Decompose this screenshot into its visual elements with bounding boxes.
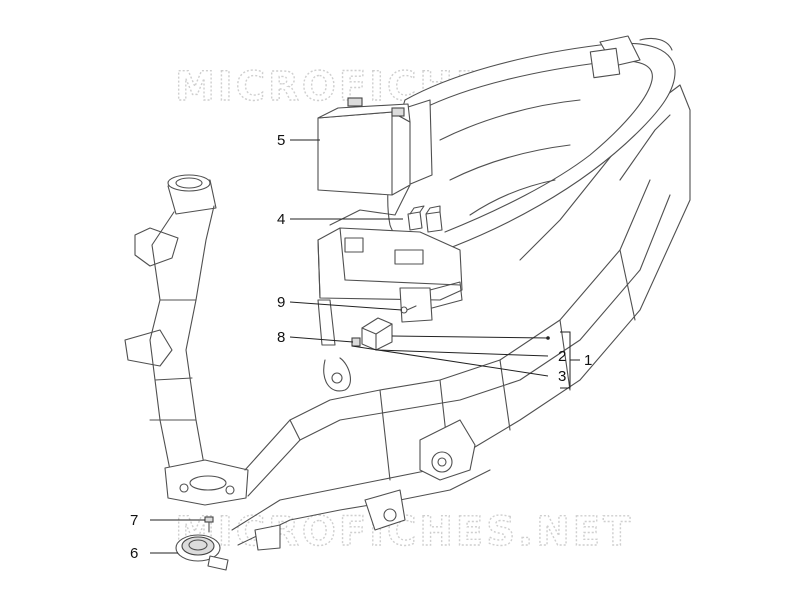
callout-4: 4 bbox=[277, 211, 285, 228]
callout-3: 3 bbox=[558, 368, 566, 385]
callout-8: 8 bbox=[277, 329, 285, 346]
battery-tray bbox=[317, 227, 463, 346]
callout-1: 1 bbox=[584, 352, 592, 369]
relays-upper bbox=[407, 205, 443, 233]
callout-6: 6 bbox=[130, 545, 138, 562]
callout-7: 7 bbox=[130, 512, 138, 529]
battery bbox=[317, 97, 411, 196]
underseat-storage bbox=[329, 35, 676, 256]
horn bbox=[175, 534, 229, 571]
callout-5: 5 bbox=[277, 132, 285, 149]
callout-2: 2 bbox=[558, 348, 566, 365]
leader-lines bbox=[150, 139, 580, 554]
relay-block bbox=[351, 305, 417, 351]
scooter-frame bbox=[124, 84, 691, 551]
callout-9: 9 bbox=[277, 294, 285, 311]
